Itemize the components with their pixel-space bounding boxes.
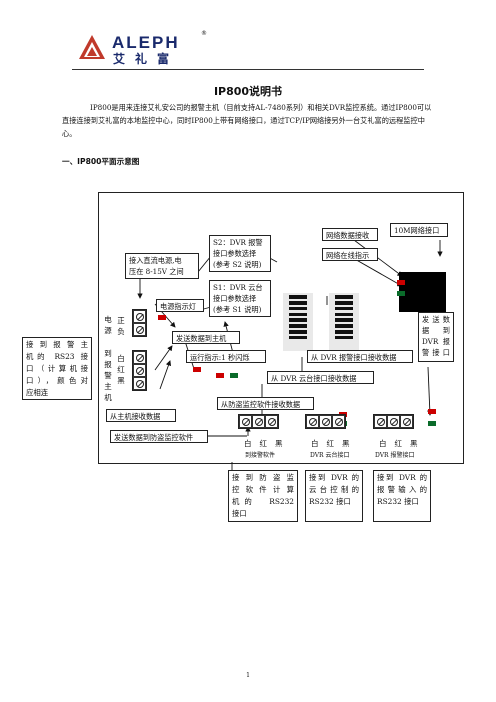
terminal-host-white[interactable] xyxy=(133,351,146,364)
label-10m-port: 10M网络接口 xyxy=(390,223,448,237)
aleph-logo-icon xyxy=(79,35,105,59)
alarm-note-line-1: 接到 DVR 的 xyxy=(377,473,427,482)
page-number: 1 xyxy=(246,672,250,679)
label-power-input: 接入直流电源,电 压在 8-15V 之间 xyxy=(125,253,199,279)
host-note-line-4: 口），颜色对 xyxy=(26,376,88,385)
send-dvr-line-4: 警接口 xyxy=(422,348,450,357)
led-net-online xyxy=(397,291,405,296)
s2-line-1: S2：DVR 报警 xyxy=(213,238,263,247)
led-dvr-alarm-tx xyxy=(428,409,436,414)
send-dvr-line-3: DVR 报 xyxy=(422,337,450,346)
diagram-frame xyxy=(98,192,464,464)
terminal-alarm-black[interactable] xyxy=(400,415,413,428)
label-s1: S1：DVR 云台 接口参数选择 (参考 S1 说明) xyxy=(209,280,271,317)
host-note-line-3: 口（计算机接 xyxy=(26,364,88,373)
label-from-dvr-ptz: 从 DVR 云台接口接收数据 xyxy=(267,371,374,384)
note-host-rs232: 接到报警主 机的 RS23 接 口（计算机接 口），颜色对 应相连 xyxy=(22,337,92,400)
s1-line-1: S1：DVR 云台 xyxy=(213,283,263,292)
label-send-security-sw: 发送数据到防盗监控软件 xyxy=(110,430,208,443)
host-note-line-5: 应相连 xyxy=(26,388,49,397)
sub-dvr-ptz: DVR 云台接口 xyxy=(310,452,350,459)
terminal-host xyxy=(132,350,147,391)
label-from-dvr-alarm: 从 DVR 报警接口接收数据 xyxy=(307,350,413,363)
ptz-note-line-2: 云台控制的 xyxy=(309,485,359,494)
led-host-tx xyxy=(193,367,201,372)
terminal-dvr-alarm xyxy=(373,414,414,429)
sec-note-line-1: 接到防盗监 xyxy=(232,473,294,482)
send-dvr-line-1: 发送数 xyxy=(422,315,450,324)
terminal-security-sw xyxy=(238,414,279,429)
label-pos-neg: 正负 xyxy=(117,316,125,336)
note-ptz-rs232: 接到 DVR 的 云台控制的 RS232 接口 xyxy=(305,470,363,522)
led-dvr-alarm-rx xyxy=(428,421,436,426)
ptz-note-line-3: RS232 接口 xyxy=(309,497,351,506)
logo-registered-mark: ® xyxy=(201,30,207,37)
alarm-note-line-2: 报警输入的 xyxy=(377,485,427,494)
sec-note-line-3: 机的 RS232 xyxy=(232,497,294,506)
label-s2: S2：DVR 报警 接口参数选择 (参考 S2 说明) xyxy=(209,235,271,272)
s2-line-3: (参考 S2 说明) xyxy=(213,260,262,269)
s1-line-2: 接口参数选择 xyxy=(213,294,257,303)
label-from-host: 从主机接收数据 xyxy=(106,409,176,422)
label-from-security-sw: 从防盗监控软件接收数据 xyxy=(217,397,314,410)
terminal-host-red[interactable] xyxy=(133,364,146,377)
section-heading: 一、IP800平面示意图 xyxy=(62,157,140,166)
intro-paragraph: IP800是用来连接艾礼安公司的报警主机（目前支持AL-7480系列）和相关DV… xyxy=(62,103,432,138)
led-run xyxy=(216,373,224,378)
label-wrb-security: 白红黑 xyxy=(244,439,291,448)
host-note-line-1: 接到报警主 xyxy=(26,340,88,349)
sub-security-sw: 到接警软件 xyxy=(245,452,276,459)
led-power xyxy=(158,315,166,320)
sub-dvr-alarm: DVR 报警接口 xyxy=(375,452,415,459)
ptz-note-line-1: 接到 DVR 的 xyxy=(309,473,359,482)
label-send-to-host: 发送数据到主机 xyxy=(172,331,240,344)
send-dvr-line-2: 据 到 xyxy=(422,326,450,335)
sec-note-line-4: 接口 xyxy=(232,509,247,518)
dip-switch-s1[interactable] xyxy=(283,293,313,351)
logo-text-en: ALEPH xyxy=(112,33,180,52)
label-send-dvr-alarm: 发送数 据 到 DVR 报 警接口 xyxy=(418,312,454,362)
s1-line-3: (参考 S1 说明) xyxy=(213,305,262,314)
power-input-line-1: 接入直流电源,电 xyxy=(129,256,182,265)
label-net-data-rx: 网络数据接收 xyxy=(322,228,378,241)
note-alarm-rs232: 接到 DVR 的 报警输入的 RS232 接口 xyxy=(373,470,431,522)
terminal-sec-white[interactable] xyxy=(239,415,252,428)
s2-line-2: 接口参数选择 xyxy=(213,249,257,258)
alarm-note-line-3: RS232 接口 xyxy=(377,497,419,506)
label-wrb-host: 白红黑 xyxy=(117,354,125,385)
terminal-alarm-white[interactable] xyxy=(374,415,387,428)
led-host-rx xyxy=(230,373,238,378)
terminal-power-neg[interactable] xyxy=(133,323,146,336)
terminal-sec-red[interactable] xyxy=(252,415,265,428)
terminal-host-black[interactable] xyxy=(133,377,146,390)
power-input-line-2: 压在 8-15V 之间 xyxy=(129,267,184,276)
led-net-rx xyxy=(397,280,405,285)
network-port-jack xyxy=(399,272,446,312)
label-power: 电源 xyxy=(104,315,112,335)
sec-note-line-2: 控软件计算 xyxy=(232,485,294,494)
label-wrb-ptz: 白红黑 xyxy=(311,439,358,448)
document-title: IP800说明书 xyxy=(213,85,283,98)
label-to-host: 到报警主机 xyxy=(104,349,112,402)
logo-text-cn: 艾礼富 xyxy=(113,52,180,66)
label-net-online: 网络在线指示 xyxy=(322,248,378,261)
terminal-ptz-red[interactable] xyxy=(319,415,332,428)
host-note-line-2: 机的 RS23 接 xyxy=(26,352,88,361)
terminal-power-pos[interactable] xyxy=(133,310,146,323)
terminal-sec-black[interactable] xyxy=(265,415,278,428)
terminal-alarm-red[interactable] xyxy=(387,415,400,428)
terminal-dvr-ptz xyxy=(305,414,346,429)
header-divider xyxy=(72,69,424,70)
terminal-ptz-black[interactable] xyxy=(332,415,345,428)
dip-switch-s2[interactable] xyxy=(329,293,359,351)
label-wrb-alarm: 白红黑 xyxy=(379,439,426,448)
terminal-ptz-white[interactable] xyxy=(306,415,319,428)
terminal-power xyxy=(132,309,147,337)
label-power-led: 电源指示灯 xyxy=(156,299,204,312)
label-run-led: 运行指示:1 秒闪烁 xyxy=(186,350,266,363)
note-security-rs232: 接到防盗监 控软件计算 机的 RS232 接口 xyxy=(228,470,298,522)
